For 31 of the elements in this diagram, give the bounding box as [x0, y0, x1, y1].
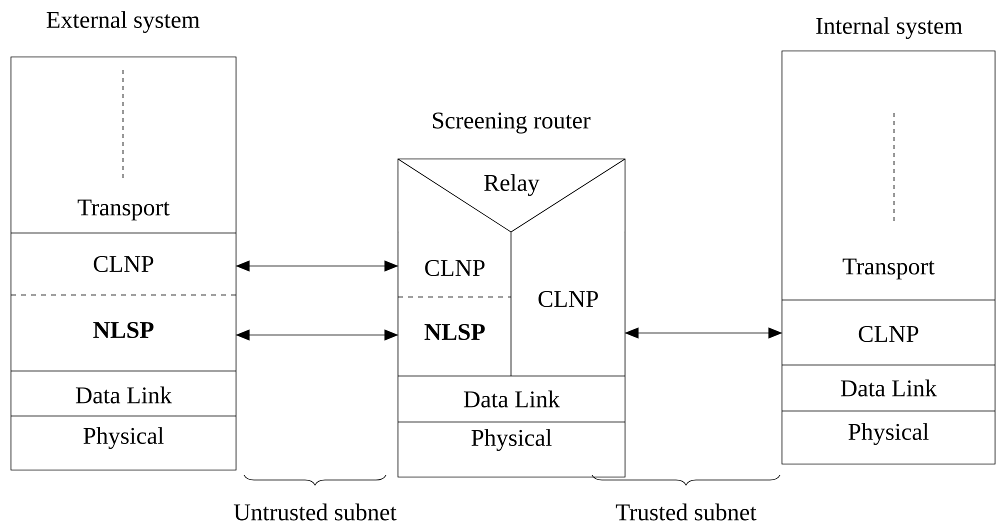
layer-cell: CLNP	[398, 232, 512, 297]
node-label: External system	[46, 11, 200, 33]
node-label: Transport	[78, 200, 170, 220]
layer-cell: CLNP	[11, 233, 236, 295]
node-label: CLNP	[94, 256, 154, 272]
node-label: Physical	[84, 427, 164, 449]
layer-cell: Physical	[398, 422, 625, 477]
subnet-label: Untrusted subnet	[234, 504, 397, 520]
layer-cell: Physical	[782, 411, 995, 464]
layer-cell: Data Link	[782, 365, 995, 411]
node-label: Internal system	[816, 17, 962, 39]
node-label: Transport	[842, 258, 935, 280]
node-label: Relay	[484, 174, 540, 196]
subnet-label: Trusted subnet	[616, 504, 756, 520]
layer-cell: NLSP	[398, 297, 512, 376]
node-label: CLNP	[425, 260, 485, 276]
node-label: NLSP	[93, 322, 154, 338]
node-label: CLNP	[538, 290, 598, 308]
node-label: Physical	[472, 429, 552, 451]
layer-cell: Data Link	[11, 371, 236, 416]
layer-cell: CLNP	[782, 300, 995, 365]
layer-cell: NLSP	[11, 295, 236, 371]
node-label: CLNP	[858, 326, 918, 342]
node-label: Physical	[848, 423, 929, 445]
node-label: Data Link	[76, 386, 172, 404]
node-label: Data Link	[840, 380, 937, 396]
node-label: Data Link	[464, 390, 560, 408]
node-label: NLSP	[424, 324, 485, 340]
layer-cell: Physical	[11, 416, 236, 470]
node-label: Screening router	[432, 112, 590, 134]
layer-cell: Data Link	[398, 376, 625, 422]
